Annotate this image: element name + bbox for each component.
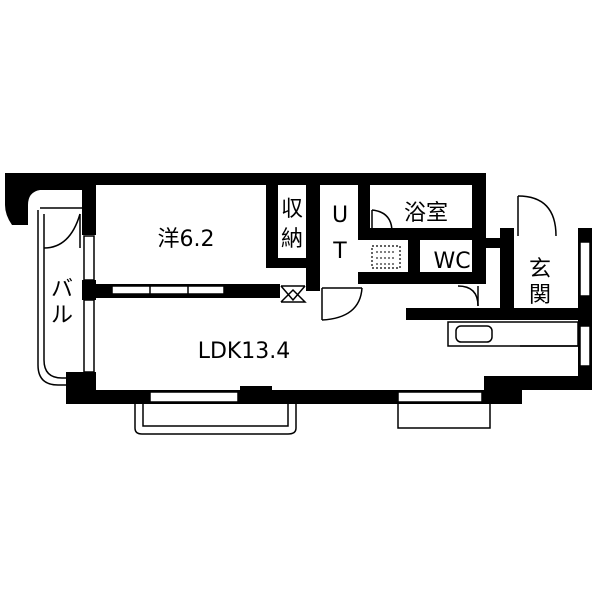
storage-door — [280, 285, 307, 303]
window-west-side — [83, 235, 95, 281]
window-ldk-side — [83, 299, 95, 373]
wall-entrance-top — [472, 238, 508, 248]
balcony-railing-inner — [43, 214, 68, 379]
wall-storage-left — [266, 173, 278, 263]
wall-wc-bottom — [408, 272, 486, 284]
label-entrance-1: 玄 — [529, 257, 551, 282]
kitchen-sink — [455, 325, 493, 343]
bay-window — [134, 404, 297, 435]
walls — [66, 173, 592, 404]
label-utility-1: U — [332, 203, 348, 228]
doors — [280, 195, 557, 321]
label-ldk: LDK13.4 — [198, 339, 291, 364]
wall-storage-bottom — [266, 258, 320, 268]
wall-top-bath — [318, 173, 484, 185]
fixtures — [371, 245, 579, 347]
wall-ut-bottom — [358, 272, 418, 284]
wall-pillar-bottom — [240, 386, 272, 404]
washer-space — [371, 245, 401, 269]
label-toilet: WC — [433, 249, 470, 274]
label-utility-2: T — [332, 239, 347, 264]
label-storage-1: 収 — [281, 197, 303, 222]
bay-window-inner — [142, 404, 289, 427]
window-ldk-bottom-right — [397, 391, 483, 403]
window-right-frame — [397, 404, 491, 429]
window-ldk-bottom — [149, 391, 239, 403]
wall-bath-right — [472, 173, 486, 283]
label-bath: 浴室 — [404, 201, 448, 226]
wall-bottom-right — [502, 376, 592, 390]
entrance-door-arc — [517, 195, 557, 237]
window-kitchen-right — [579, 325, 591, 367]
bath-door-arc — [371, 209, 393, 233]
balcony-door-arc — [43, 213, 81, 249]
wall-storage-right — [306, 173, 320, 291]
balcony — [5, 173, 95, 386]
window-entrance-right — [579, 241, 591, 297]
label-entrance-2: 関 — [529, 283, 551, 308]
wall-ut-bath — [358, 173, 370, 235]
label-storage-2: 納 — [281, 227, 303, 252]
window-west-bottom — [111, 285, 225, 295]
label-balcony-2: ル — [51, 303, 73, 328]
wall-bath-bottom — [358, 228, 484, 240]
wall-top-west — [82, 173, 322, 185]
balcony-corner-wall — [5, 173, 95, 225]
label-western-room: 洋6.2 — [158, 227, 215, 252]
wall-left-upper — [82, 173, 96, 235]
room-labels: 洋6.2 収 納 U T 浴室 WC 玄 関 バ ル LDK13.4 — [51, 197, 551, 364]
ut-door-arc — [321, 287, 363, 321]
wall-kitchen-top — [406, 308, 582, 320]
label-balcony-1: バ — [51, 277, 73, 302]
windows — [83, 235, 591, 435]
balcony-railing — [37, 210, 68, 386]
wc-door-arc — [457, 285, 479, 307]
